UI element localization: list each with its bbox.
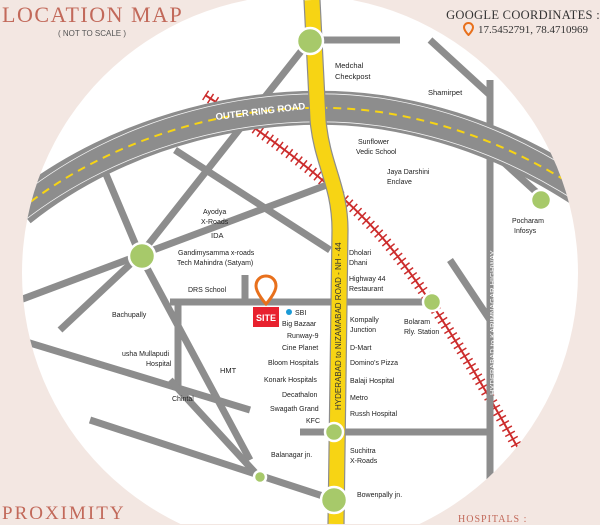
scale-note: ( NOT TO SCALE ) bbox=[58, 29, 127, 38]
place-label: Swagath Grand bbox=[270, 406, 319, 413]
place-label: Hospital bbox=[146, 361, 172, 368]
bowenpally-junction-node bbox=[319, 485, 349, 515]
place-label: SBI bbox=[295, 310, 306, 317]
pocharam-junction-node bbox=[529, 188, 553, 212]
place-label: Chintal bbox=[172, 396, 194, 403]
coordinates-value: 17.5452791, 78.4710969 bbox=[478, 24, 588, 36]
dot-icon bbox=[286, 309, 292, 315]
place-label: Junction bbox=[350, 327, 376, 334]
place-label: Checkpost bbox=[335, 72, 371, 81]
place-label: Domino's Pizza bbox=[350, 360, 398, 367]
place-label: Medchal bbox=[335, 61, 364, 70]
place-label: Big Bazaar bbox=[282, 321, 317, 328]
junction-nodes bbox=[127, 26, 553, 515]
medchal-junction-node bbox=[295, 26, 325, 56]
balanagar-junction-node bbox=[252, 469, 268, 485]
place-label: Highway 44 bbox=[349, 276, 386, 283]
place-label: IDA bbox=[211, 231, 224, 240]
gandimysamma-junction-node bbox=[127, 241, 157, 271]
place-label: Suchitra bbox=[350, 448, 376, 455]
place-label: Balanagar jn. bbox=[271, 452, 312, 459]
place-label: Jaya Darshini bbox=[387, 169, 430, 176]
location-pin-icon bbox=[463, 22, 474, 36]
location-pin-icon bbox=[254, 274, 278, 307]
place-label: Decathalon bbox=[282, 392, 318, 399]
place-label: Dholari bbox=[349, 250, 372, 257]
place-label: X-Roads bbox=[201, 219, 229, 226]
place-label: Infosys bbox=[514, 228, 537, 235]
place-label: KFC bbox=[306, 418, 320, 425]
place-label: Tech Mahindra (Satyam) bbox=[177, 260, 253, 267]
place-label: D-Mart bbox=[350, 345, 371, 352]
site-marker[interactable]: SITE bbox=[253, 274, 279, 327]
place-label: Kompally bbox=[350, 317, 379, 324]
site-label: SITE bbox=[256, 313, 276, 323]
place-label: Dhani bbox=[349, 260, 368, 267]
place-label: Bloom Hospitals bbox=[268, 360, 319, 367]
place-label: DRS School bbox=[188, 287, 227, 294]
place-label: Enclave bbox=[387, 179, 412, 186]
nh44-label: HYDERABAD to NIZAMABAD ROAD - NH - 44 bbox=[334, 242, 343, 410]
place-label: HMT bbox=[220, 366, 237, 375]
place-label: Bowenpally jn. bbox=[357, 492, 402, 499]
place-label: Sunflower bbox=[358, 139, 390, 146]
place-label: Bachupally bbox=[112, 312, 147, 319]
place-label: Vedic School bbox=[356, 149, 397, 156]
coordinates-title: GOOGLE COORDINATES : bbox=[446, 8, 600, 22]
place-label: usha Mullapudi bbox=[122, 351, 170, 358]
hospitals-heading: HOSPITALS : bbox=[458, 514, 528, 525]
place-label: Restaurant bbox=[349, 286, 383, 293]
place-label: X-Roads bbox=[350, 458, 378, 465]
nh44-highway: HYDERABAD to NIZAMABAD ROAD - NH - 44 bbox=[303, 0, 349, 524]
place-label: Pocharam bbox=[512, 218, 544, 225]
place-label: Rly. Station bbox=[404, 329, 439, 336]
proximity-heading: PROXIMITY bbox=[2, 503, 126, 524]
suchitra-junction-node bbox=[323, 421, 345, 443]
place-label: Cine Planet bbox=[282, 345, 318, 352]
bolaram-junction-node bbox=[421, 291, 443, 313]
place-label: Konark Hospitals bbox=[264, 377, 317, 384]
place-label: Runway-9 bbox=[287, 333, 319, 340]
outer-ring-road: OUTER RING ROAD bbox=[22, 90, 578, 225]
karimnagar-highway-label: HYDERABAD to KARIMNAGAR HIGHWAY bbox=[488, 250, 497, 395]
place-label: Gandimysamma x-roads bbox=[178, 250, 255, 257]
place-label: Ayodya bbox=[203, 209, 226, 216]
place-label: Shamirpet bbox=[428, 88, 463, 97]
page-title: LOCATION MAP bbox=[2, 2, 184, 27]
railway-line bbox=[202, 90, 535, 473]
place-label: Russh Hospital bbox=[350, 411, 398, 418]
place-label: Metro bbox=[350, 395, 368, 402]
place-label: Balaji Hospital bbox=[350, 378, 395, 385]
place-label: Bolaram bbox=[404, 319, 430, 326]
